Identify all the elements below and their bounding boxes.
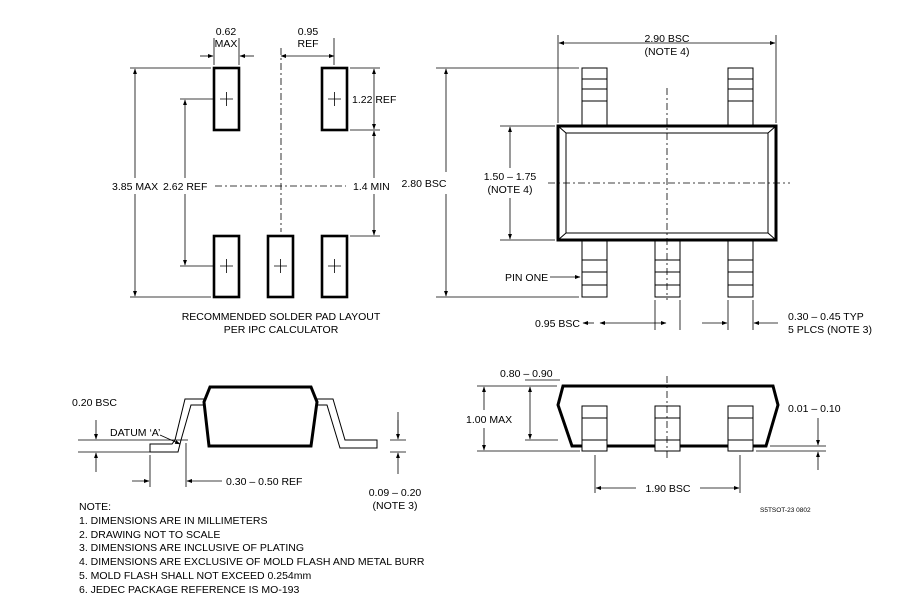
pad-layout-caption-1: RECOMMENDED SOLDER PAD LAYOUT bbox=[182, 311, 381, 323]
side-view: 0.20 BSC DATUM ‘A’ 0.30 – 0.50 REF 0.09 … bbox=[72, 385, 422, 512]
lead-top-right bbox=[727, 67, 754, 127]
lead-width-note: 5 PLCS (NOTE 3) bbox=[788, 324, 872, 336]
side-body bbox=[202, 385, 319, 448]
pad-layout-caption-2: PER IPC CALCULATOR bbox=[224, 324, 339, 336]
body-length-note: (NOTE 4) bbox=[645, 46, 690, 58]
body-length-label: 2.90 BSC bbox=[645, 33, 690, 45]
drawing-id: S5TSOT-23 0802 bbox=[760, 507, 811, 514]
standoff-label: 0.01 – 0.10 bbox=[788, 403, 841, 415]
note-item: 2. DRAWING NOT TO SCALE bbox=[79, 528, 221, 541]
body-height-label: 0.80 – 0.90 bbox=[500, 368, 553, 380]
pad-length-label: 1.22 REF bbox=[352, 94, 396, 106]
notes-block: NOTE: 1. DIMENSIONS ARE IN MILLIMETERS 2… bbox=[79, 501, 424, 598]
pad-width-note: MAX bbox=[215, 38, 238, 50]
end-lead-middle bbox=[654, 405, 681, 452]
lead-thickness-label: 0.09 – 0.20 bbox=[369, 487, 422, 499]
lead-bottom-right bbox=[727, 239, 754, 298]
pad-gap-label: 0.95 bbox=[298, 26, 319, 38]
lead-left bbox=[149, 398, 206, 453]
overall-height-label: 3.85 MAX bbox=[112, 181, 158, 193]
body-width-note: (NOTE 4) bbox=[488, 184, 533, 196]
top-view: 2.90 BSC (NOTE 4) 2.80 BSC 1.50 – 1.75 (… bbox=[402, 33, 873, 336]
solder-pad-layout: 0.62 MAX 0.95 REF 1.22 REF 3.85 MAX 2.62… bbox=[112, 26, 396, 336]
notes-title: NOTE: bbox=[79, 501, 112, 513]
note-item: 6. JEDEC PACKAGE REFERENCE IS MO-193 bbox=[79, 583, 300, 596]
pin-one-label: PIN ONE bbox=[505, 272, 548, 284]
pad-center-distance-label: 2.62 REF bbox=[163, 181, 207, 193]
note-item: 5. MOLD FLASH SHALL NOT EXCEED 0.254mm bbox=[79, 569, 312, 582]
pitch-label: 0.95 BSC bbox=[535, 318, 580, 330]
note-item: 3. DIMENSIONS ARE INCLUSIVE OF PLATING bbox=[79, 542, 305, 555]
end-lead-right bbox=[727, 405, 754, 452]
lead-span-label: 1.90 BSC bbox=[646, 483, 691, 495]
lead-right bbox=[313, 398, 378, 449]
inner-gap-label: 1.4 MIN bbox=[353, 181, 390, 193]
note-item: 4. DIMENSIONS ARE EXCLUSIVE OF MOLD FLAS… bbox=[79, 556, 425, 569]
end-view: 0.80 – 0.90 1.00 MAX 0.01 – 0.10 1.90 BS… bbox=[466, 368, 841, 514]
lead-width-label: 0.30 – 0.45 TYP bbox=[788, 311, 864, 323]
standoff-bsc-label: 0.20 BSC bbox=[72, 397, 117, 409]
end-lead-left bbox=[581, 405, 608, 452]
overall-width-label: 2.80 BSC bbox=[402, 178, 447, 190]
body-width-label: 1.50 – 1.75 bbox=[484, 171, 537, 183]
datum-label: DATUM ‘A’ bbox=[110, 427, 160, 439]
max-height-label: 1.00 MAX bbox=[466, 414, 512, 426]
lead-bottom-left bbox=[581, 239, 608, 298]
lead-bottom-middle bbox=[654, 239, 681, 298]
foot-length-label: 0.30 – 0.50 REF bbox=[226, 476, 302, 488]
pad-gap-note: REF bbox=[298, 38, 319, 50]
lead-thickness-note: (NOTE 3) bbox=[373, 500, 418, 512]
lead-top-left bbox=[581, 67, 608, 127]
note-item: 1. DIMENSIONS ARE IN MILLIMETERS bbox=[79, 514, 268, 527]
pad-width-label: 0.62 bbox=[216, 26, 237, 38]
